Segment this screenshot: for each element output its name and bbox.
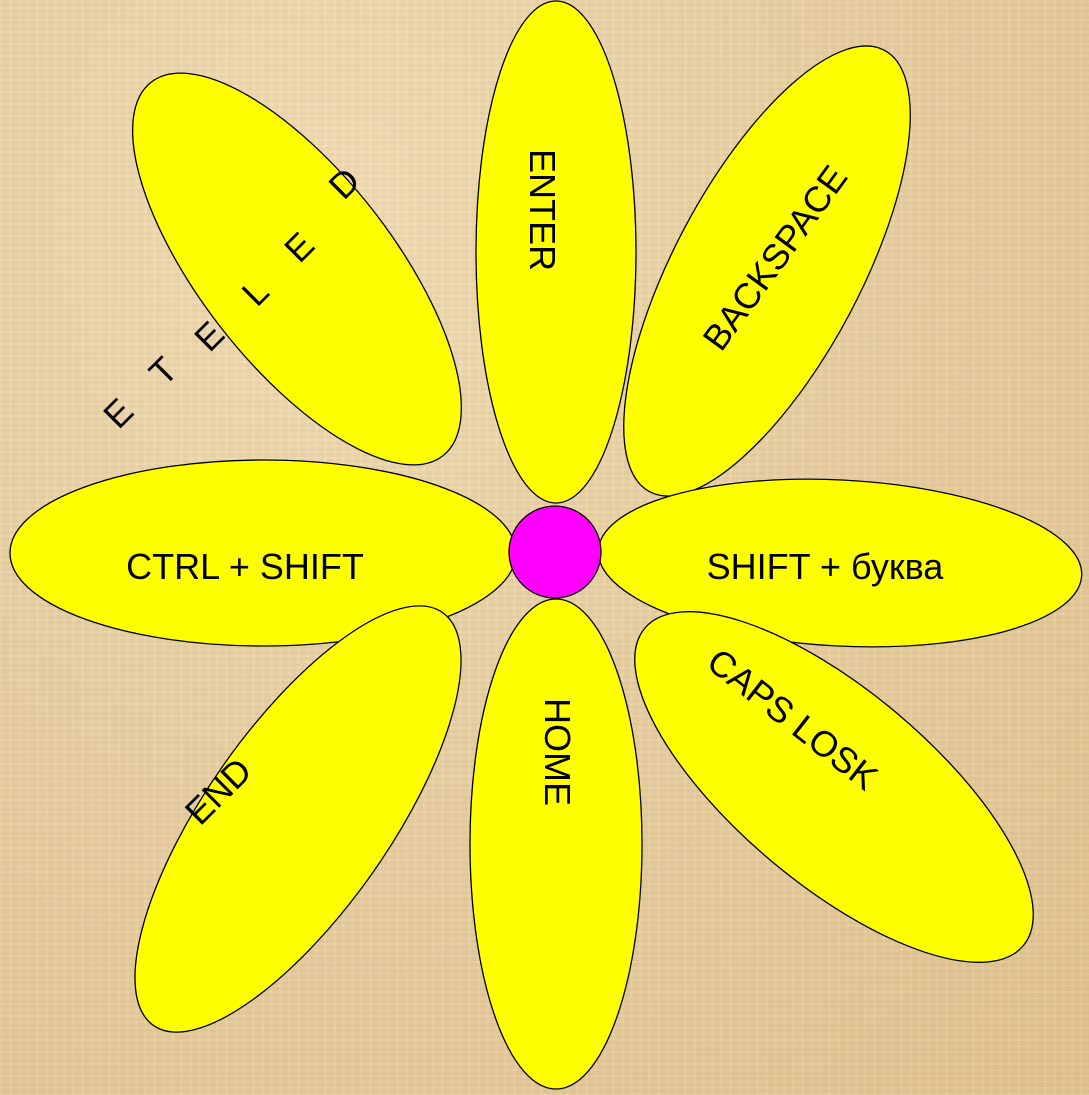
petal-end: [134, 605, 462, 1033]
petal-delete: [131, 72, 463, 466]
label-delete-letter: T: [141, 349, 186, 394]
label-shift-letter: SHIFT + буква: [707, 546, 945, 587]
petal-caps-lock: [634, 611, 1034, 963]
label-home: HOME: [537, 698, 578, 806]
label-enter: ENTER: [522, 149, 563, 271]
petal-backspace: [623, 45, 911, 497]
petal-home: [469, 598, 643, 1090]
label-delete-letter: E: [95, 390, 141, 436]
label-ctrl-shift: CTRL + SHIFT: [126, 546, 364, 587]
flower-center: [508, 505, 602, 599]
petal-enter: [475, 0, 637, 504]
